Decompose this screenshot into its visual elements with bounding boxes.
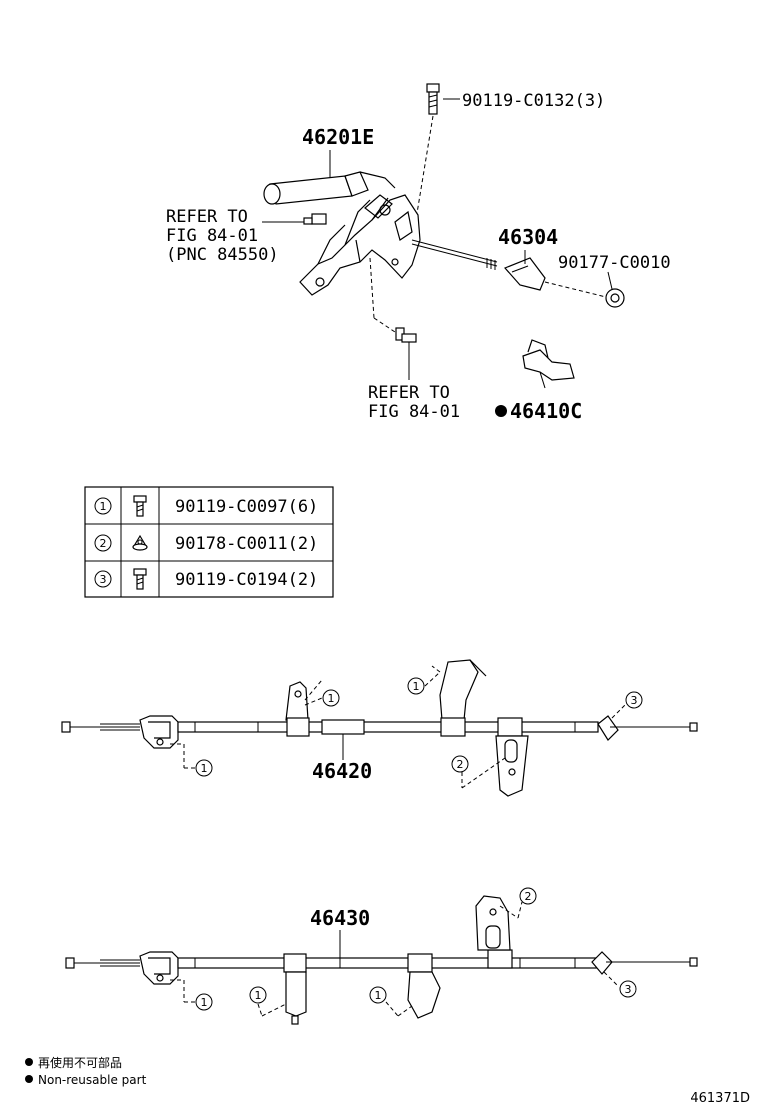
row-number: 2 bbox=[100, 537, 107, 550]
bolt-icon bbox=[133, 495, 147, 517]
lever-switch bbox=[262, 213, 327, 225]
callout-bolt-top: 90119-C0132(3) bbox=[462, 91, 605, 111]
row-number: 3 bbox=[100, 573, 107, 586]
legend-jp: 再使用不可部品 bbox=[38, 1055, 122, 1070]
cable2-ref-a: 1 bbox=[201, 996, 208, 1009]
part-number: 90178-C0011(2) bbox=[175, 534, 318, 554]
callout-clip: 46410C bbox=[510, 399, 582, 423]
callout-refer-left-2: FIG 84-01 bbox=[166, 226, 258, 246]
callout-cable-front: 46420 bbox=[312, 759, 372, 783]
callout-cable-rear: 46430 bbox=[310, 906, 370, 930]
clip-46410c bbox=[522, 339, 575, 389]
table-row: 3 90119-C0194(2) bbox=[94, 568, 318, 590]
cable-bracket bbox=[495, 735, 529, 797]
row-number: 1 bbox=[100, 500, 107, 513]
non-reusable-marker bbox=[25, 1058, 33, 1066]
cable-bracket bbox=[475, 895, 511, 951]
cable-bracket bbox=[407, 971, 441, 1019]
table-row: 1 90119-C0097(6) bbox=[94, 495, 318, 517]
callout-refer-bottom-2: FIG 84-01 bbox=[368, 402, 460, 422]
callout-nut-right: 90177-C0010 bbox=[558, 253, 671, 273]
cable-46420 bbox=[61, 659, 698, 797]
cable-bracket-left bbox=[139, 951, 179, 985]
cable-bracket bbox=[285, 971, 307, 1017]
lever-grip bbox=[263, 171, 396, 205]
cable-bracket-left bbox=[139, 715, 179, 749]
parking-brake-lever-assembly bbox=[262, 83, 625, 389]
callout-refer-left-3: (PNC 84550) bbox=[166, 245, 279, 265]
rod-46304 bbox=[411, 239, 546, 291]
cable1-ref-d: 2 bbox=[457, 758, 464, 771]
cable2-ref-b: 1 bbox=[255, 989, 262, 1002]
cable1-ref-b: 1 bbox=[328, 692, 335, 705]
fastener-table: 1 90119-C0097(6) 2 90178-C0011(2) 3 bbox=[84, 486, 334, 598]
cable1-ref-c: 1 bbox=[413, 680, 420, 693]
cable2-ref-e: 3 bbox=[625, 983, 632, 996]
cable-bracket bbox=[285, 681, 309, 721]
table-row: 2 90178-C0011(2) bbox=[94, 534, 318, 554]
non-reusable-marker bbox=[495, 405, 507, 417]
non-reusable-marker bbox=[25, 1075, 33, 1083]
cable1-ref-e: 3 bbox=[631, 694, 638, 707]
callout-rod: 46304 bbox=[498, 225, 558, 249]
cable-46430 bbox=[65, 895, 698, 1025]
lever-body bbox=[299, 194, 421, 296]
part-number: 90119-C0194(2) bbox=[175, 570, 318, 590]
cable-bracket bbox=[439, 659, 479, 721]
cable2-ref-c: 1 bbox=[375, 989, 382, 1002]
cable-clip-right bbox=[597, 715, 619, 741]
legend-en: Non-reusable part bbox=[38, 1073, 147, 1087]
callout-refer-left-1: REFER TO bbox=[166, 207, 248, 227]
bolt-icon bbox=[133, 568, 147, 590]
cable-clip-right bbox=[591, 951, 613, 975]
nut-icon bbox=[132, 534, 148, 551]
callout-lever-assy: 46201E bbox=[302, 125, 374, 149]
cable1-ref-a: 1 bbox=[201, 762, 208, 775]
callout-refer-bottom-1: REFER TO bbox=[368, 383, 450, 403]
bolt-bottom bbox=[395, 327, 417, 380]
nut-right bbox=[605, 271, 625, 308]
part-number: 90119-C0097(6) bbox=[175, 497, 318, 517]
cable2-ref-d: 2 bbox=[525, 890, 532, 903]
legend: 再使用不可部品 Non-reusable part bbox=[25, 1055, 147, 1087]
figure-code: 461371D bbox=[690, 1091, 750, 1106]
bolt-top bbox=[426, 83, 460, 115]
